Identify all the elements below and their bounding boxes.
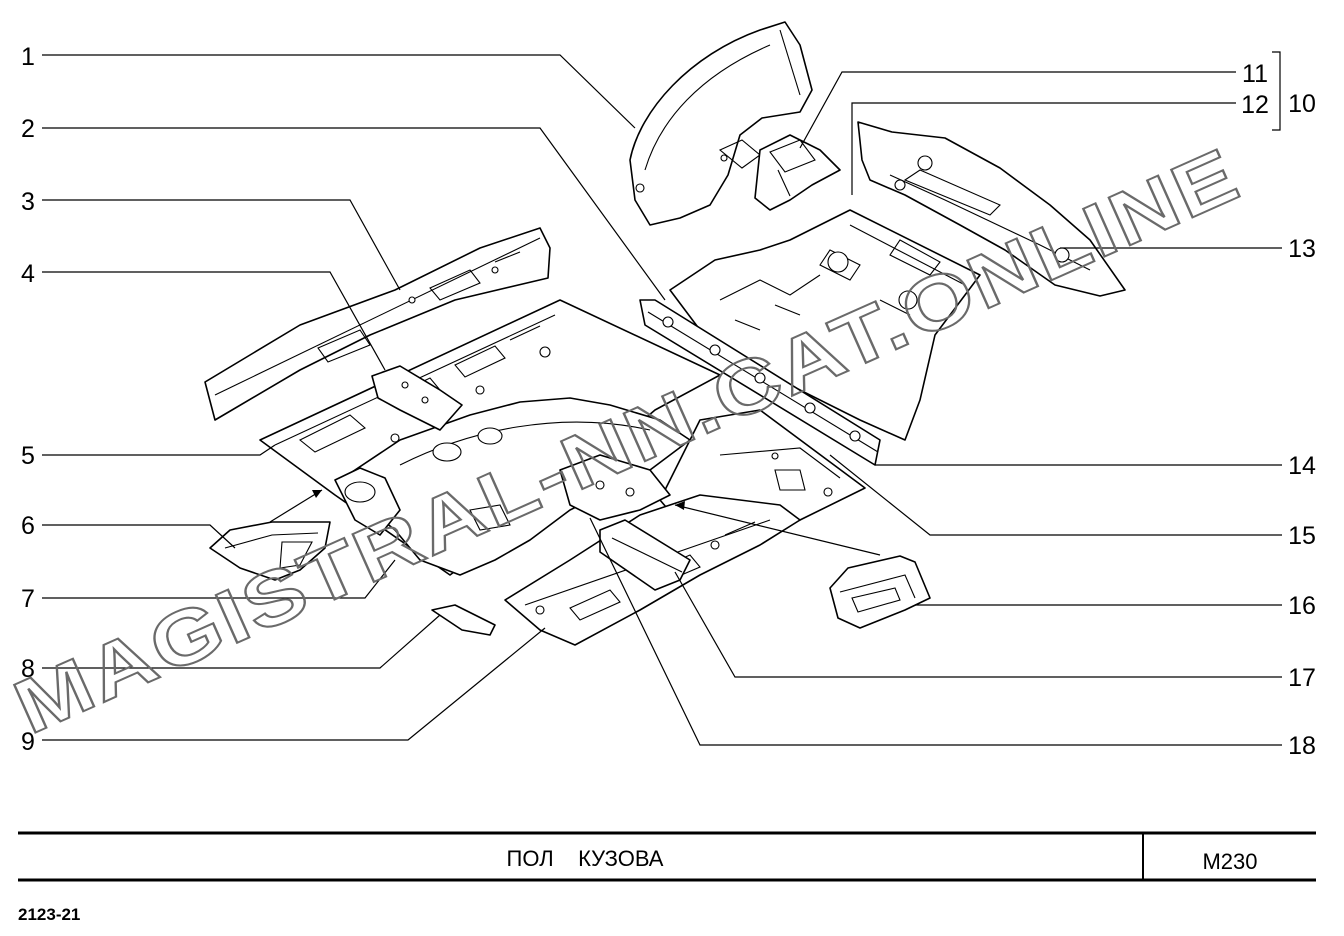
- watermark: MAGISTRAL-NN.CAT.ONLINE: [2, 132, 1252, 751]
- title-text: ПОЛ КУЗОВА: [507, 846, 664, 871]
- part-rear-floor-panel: [857, 121, 1126, 297]
- leader-lines: [42, 51, 1282, 746]
- callout-8: 8: [21, 655, 35, 683]
- part-floor-tunnel: [339, 397, 691, 576]
- callout-18: 18: [1288, 732, 1316, 760]
- callout-13: 13: [1288, 235, 1316, 263]
- callout-labels: 1 2 3 4 5 6 7 8 9 10 11 12 13 14 15 16 1…: [21, 43, 1316, 760]
- title-block: ПОЛ КУЗОВА М230: [18, 831, 1316, 882]
- part-tunnel-bracket: [334, 467, 401, 536]
- part-bracket: [754, 134, 841, 211]
- part-small-plate: [431, 604, 496, 636]
- part-floor-pan-left: [209, 521, 331, 581]
- assembly-arrows: [269, 489, 881, 556]
- callout-4: 4: [21, 260, 35, 288]
- part-tunnel-reinforcement: [559, 454, 671, 521]
- callout-5: 5: [21, 442, 35, 470]
- part-crossmember: [639, 299, 881, 466]
- part-side-sill: [204, 227, 551, 421]
- callout-7: 7: [21, 585, 35, 613]
- part-wheel-arch-panel: [629, 21, 813, 226]
- callout-12: 12: [1241, 91, 1269, 119]
- callout-9: 9: [21, 728, 35, 756]
- callout-3: 3: [21, 188, 35, 216]
- part-floor-pan-right: [829, 555, 931, 629]
- callout-10: 10: [1288, 90, 1316, 118]
- drawing-number: 2123-21: [18, 905, 80, 924]
- callout-2: 2: [21, 115, 35, 143]
- callout-16: 16: [1288, 592, 1316, 620]
- callout-15: 15: [1288, 522, 1316, 550]
- sheet-code: М230: [1202, 849, 1257, 874]
- callout-1: 1: [21, 43, 35, 71]
- callout-14: 14: [1288, 452, 1316, 480]
- callout-11: 11: [1242, 60, 1268, 88]
- part-reinforcement: [371, 365, 463, 431]
- callout-6: 6: [21, 512, 35, 540]
- callout-17: 17: [1288, 664, 1316, 692]
